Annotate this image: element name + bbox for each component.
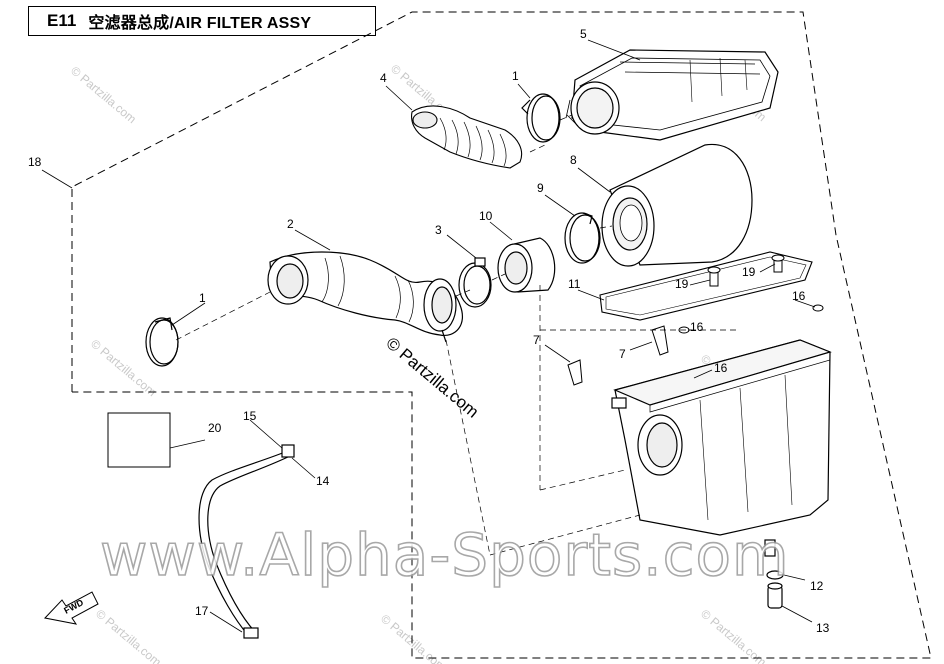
callout-5: 5 [580, 27, 587, 41]
airbox-cover [565, 49, 779, 141]
callout-7: 7 [619, 347, 626, 361]
screw-19a [707, 266, 721, 287]
tile-watermark: © Partzilla.com [378, 612, 449, 664]
airbox-case [611, 339, 832, 557]
callout-8: 8 [570, 153, 577, 167]
callout-19: 19 [742, 265, 756, 279]
tile-watermark: © Partzilla.com [68, 64, 139, 127]
clip-7b [651, 325, 669, 356]
tile-watermark: © Partzilla.com [698, 607, 769, 664]
diagram-code: E11 [47, 11, 77, 30]
forward-direction-marker: FWD [44, 591, 99, 625]
assembly-guides [175, 114, 740, 556]
callout-16: 16 [714, 361, 728, 375]
assembly-boundary [71, 11, 932, 659]
callout-14: 14 [316, 474, 330, 488]
callout-16: 16 [792, 289, 806, 303]
nut-16a [812, 304, 824, 312]
callout-18: 18 [28, 155, 42, 169]
callout-7: 7 [533, 333, 540, 347]
intake-bellows [411, 105, 523, 169]
callout-19: 19 [675, 277, 689, 291]
callout-4: 4 [380, 71, 387, 85]
intake-hose [267, 251, 463, 343]
tile-watermark: © Partzilla.com [88, 337, 159, 400]
callout-20: 20 [208, 421, 222, 435]
clip-7a [567, 359, 583, 386]
title-box: E11 空滤器总成/AIR FILTER ASSY [28, 6, 376, 36]
callout-numbers: 1 1 2 3 4 5 7 7 8 9 10 11 12 13 14 15 16… [28, 27, 830, 635]
screw-19b [771, 254, 785, 273]
breather-hose [198, 444, 295, 639]
air-filter-element [601, 143, 753, 267]
callout-15: 15 [243, 409, 257, 423]
callout-12: 12 [810, 579, 824, 593]
callout-11: 11 [568, 277, 581, 291]
callout-17: 17 [195, 604, 209, 618]
callout-leaders [169, 39, 816, 633]
hose-clamp-upper [521, 93, 561, 143]
leader-18 [41, 169, 73, 189]
callout-2: 2 [287, 217, 294, 231]
hose-clamp-9 [564, 212, 601, 264]
callout-13: 13 [816, 621, 830, 635]
label-20 [107, 412, 171, 468]
tile-watermark: © Partzilla.com [93, 607, 164, 664]
callout-1: 1 [512, 69, 519, 83]
partzilla-watermark: © Partzilla.com [382, 334, 482, 422]
callout-10: 10 [479, 209, 493, 223]
callout-16: 16 [690, 320, 704, 334]
alpha-sports-watermark: www.Alpha-Sports.com [100, 521, 790, 589]
callout-1: 1 [199, 291, 206, 305]
connector-sleeve [497, 237, 556, 293]
diagram-title: 空滤器总成/AIR FILTER ASSY [88, 15, 312, 32]
hose-clamp-3 [458, 257, 492, 308]
callout-3: 3 [435, 223, 442, 237]
drain-clip-12 [766, 570, 784, 580]
hose-clamp-lower [145, 317, 179, 367]
callout-9: 9 [537, 181, 544, 195]
lid-gasket [599, 251, 813, 321]
drain-plug-13 [767, 582, 783, 609]
